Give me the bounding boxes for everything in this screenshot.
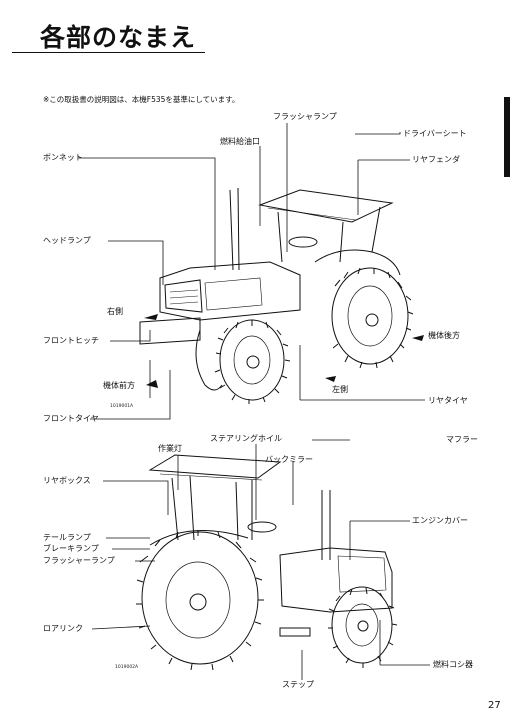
label-muffler: マフラー xyxy=(446,435,478,444)
direction-arrows-figure1 xyxy=(144,314,424,388)
tractor-front-view xyxy=(139,187,414,404)
label-body-front: 機体前方 xyxy=(103,381,135,390)
label-work-light: 作業灯 xyxy=(158,444,182,453)
label-fuel-inlet: 燃料給油口 xyxy=(220,137,260,146)
label-flasher-lamp-rear: フラッシャーランプ xyxy=(43,556,115,565)
leader-lines-figure1 xyxy=(78,123,425,420)
label-rear-fender: リヤフェンダ xyxy=(412,155,460,164)
label-fuel-strainer: 燃料コシ器 xyxy=(433,660,473,669)
figure1-code: 1019001A xyxy=(110,404,134,409)
label-flasher-lamp: フラッシャランプ xyxy=(273,112,337,121)
label-steering-wheel: ステアリングホイル xyxy=(210,434,282,443)
page-number: 27 xyxy=(488,700,501,711)
label-back-mirror: バックミラー xyxy=(265,455,313,464)
label-left-side: 左側 xyxy=(332,385,348,394)
label-engine-cover: エンジンカバー xyxy=(412,516,468,525)
reference-note: ※この取扱書の説明図は、本機F535を基準にしています。 xyxy=(43,95,240,104)
label-rear-box: リヤボックス xyxy=(43,476,91,485)
section-tab-marker xyxy=(504,97,510,177)
label-tail-lamp: テールランプ xyxy=(43,533,91,542)
label-right-side: 右側 xyxy=(107,307,123,316)
label-brake-lamp: ブレーキランプ xyxy=(43,544,99,553)
tractor-rear-view xyxy=(136,454,398,671)
figure2-code: 1019002A xyxy=(115,665,139,670)
label-driver-seat: ドライバーシート xyxy=(403,129,467,138)
label-bonnet: ボンネット xyxy=(43,153,83,162)
page-title: 各部のなまえ xyxy=(40,23,197,52)
label-rear-tire: リヤタイヤ xyxy=(428,396,468,405)
label-step: ステップ xyxy=(282,680,314,689)
label-headlamp: ヘッドランプ xyxy=(43,236,91,245)
title-underline xyxy=(12,52,205,53)
label-body-rear: 機体後方 xyxy=(428,331,460,340)
label-front-tire: フロントタイヤ xyxy=(43,414,99,423)
label-lower-link: ロアリンク xyxy=(43,624,83,633)
label-front-hitch: フロントヒッチ xyxy=(43,336,99,345)
